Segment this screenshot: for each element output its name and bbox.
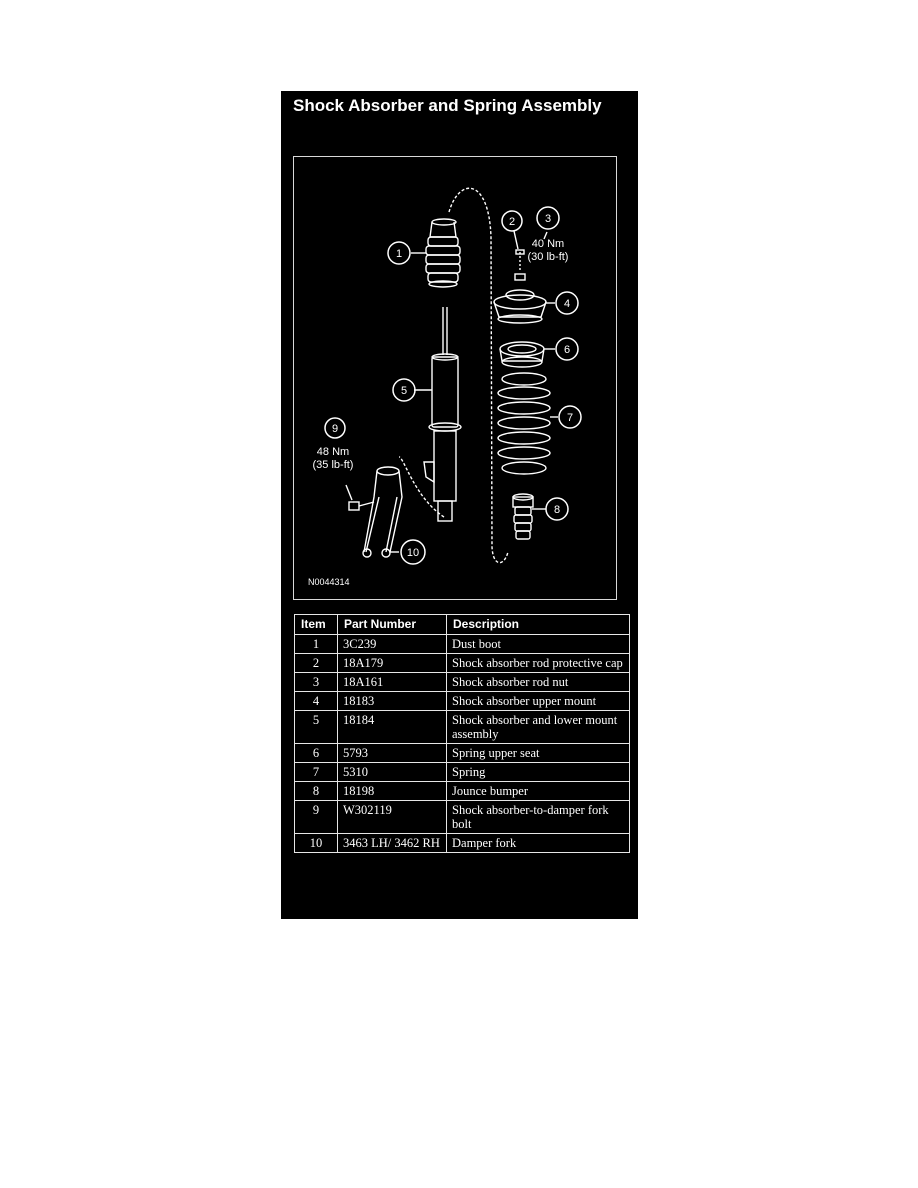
dust-boot-drawing [425, 218, 461, 288]
table-header-row: Item Part Number Description [294, 614, 630, 635]
figure-panel: Shock Absorber and Spring Assembly [281, 91, 638, 919]
callout-4-label: 4 [564, 298, 570, 310]
callout-10-label: 10 [407, 547, 419, 559]
callout-2-label: 2 [509, 216, 515, 228]
callout-9 [324, 417, 346, 439]
description-cell: Shock absorber rod nut [446, 672, 630, 692]
header-description: Description [446, 614, 630, 635]
shock-absorber-drawing [423, 307, 462, 522]
description-cell: Shock absorber rod protective cap [446, 653, 630, 673]
part-number-cell: 18183 [337, 691, 447, 711]
part-number-cell: 18184 [337, 710, 447, 744]
description-cell: Shock absorber-to-damper fork bolt [446, 800, 630, 834]
item-cell: 1 [294, 634, 338, 654]
item-cell: 6 [294, 743, 338, 763]
table-row: 4 18183 Shock absorber upper mount [294, 691, 630, 711]
torque-9-nm: 48 Nm [317, 446, 349, 458]
callout-4 [555, 291, 579, 315]
callout-5-label: 5 [401, 385, 407, 397]
table-row: 1 3C239 Dust boot [294, 634, 630, 654]
table-row: 2 18A179 Shock absorber rod protective c… [294, 653, 630, 673]
callout-3-label: 3 [545, 213, 551, 225]
table-row: 6 5793 Spring upper seat [294, 743, 630, 763]
table-row: 8 18198 Jounce bumper [294, 781, 630, 801]
guide-line-fork [398, 456, 445, 518]
callout-10 [400, 539, 426, 565]
callout-6-label: 6 [564, 344, 570, 356]
jounce-bumper-drawing [512, 493, 534, 540]
item-cell: 2 [294, 653, 338, 673]
callout-7-label: 7 [567, 412, 573, 424]
part-number-cell: 18A161 [337, 672, 447, 692]
callout-3 [536, 206, 560, 230]
figure-id: N0044314 [308, 577, 350, 587]
item-cell: 9 [294, 800, 338, 834]
part-number-cell: 5793 [337, 743, 447, 763]
guide-line-left-loop [448, 187, 509, 564]
callout-8 [545, 497, 569, 521]
table-row: 5 18184 Shock absorber and lower mount a… [294, 710, 630, 744]
header-part-number: Part Number [337, 614, 447, 635]
item-cell: 10 [294, 833, 338, 853]
item-cell: 4 [294, 691, 338, 711]
callout-6 [555, 337, 579, 361]
part-number-cell: 3463 LH/ 3462 RH [337, 833, 447, 853]
table-row: 3 18A161 Shock absorber rod nut [294, 672, 630, 692]
table-row: 10 3463 LH/ 3462 RH Damper fork [294, 833, 630, 853]
diagram-drawing: 1 2 3 4 5 6 7 8 9 10 40 Nm (30 lb-ft) 48… [313, 187, 582, 565]
exploded-diagram: 1 2 3 4 5 6 7 8 9 10 40 Nm (30 lb-ft) 48… [293, 156, 617, 600]
description-cell: Spring [446, 762, 630, 782]
description-cell: Damper fork [446, 833, 630, 853]
torque-3-nm: 40 Nm [532, 238, 564, 250]
item-cell: 5 [294, 710, 338, 744]
callout-2 [501, 210, 523, 232]
coil-spring-drawing [497, 372, 551, 475]
callout-5 [392, 378, 416, 402]
callout-1 [387, 241, 411, 265]
table-row: 9 W302119 Shock absorber-to-damper fork … [294, 800, 630, 834]
header-item: Item [294, 614, 338, 635]
callout-7 [558, 405, 582, 429]
description-cell: Shock absorber and lower mount assembly [446, 710, 630, 744]
callout-8-label: 8 [554, 504, 560, 516]
part-number-cell: 18A179 [337, 653, 447, 673]
figure-title: Shock Absorber and Spring Assembly [293, 96, 602, 115]
description-cell: Dust boot [446, 634, 630, 654]
part-number-cell: 5310 [337, 762, 447, 782]
spring-seat-drawing [499, 341, 545, 368]
part-number-cell: 18198 [337, 781, 447, 801]
item-cell: 8 [294, 781, 338, 801]
part-number-cell: W302119 [337, 800, 447, 834]
description-cell: Spring upper seat [446, 743, 630, 763]
torque-3-lbft: (30 lb-ft) [528, 251, 569, 263]
upper-mount-drawing [493, 289, 547, 324]
callout-1-label: 1 [396, 248, 402, 260]
damper-fork-drawing [348, 466, 403, 558]
description-cell: Shock absorber upper mount [446, 691, 630, 711]
rod-nut-drawing [514, 249, 526, 281]
item-cell: 3 [294, 672, 338, 692]
table-row: 7 5310 Spring [294, 762, 630, 782]
parts-table: Item Part Number Description 1 3C239 Dus… [294, 614, 630, 853]
item-cell: 7 [294, 762, 338, 782]
torque-9-lbft: (35 lb-ft) [313, 459, 354, 471]
part-number-cell: 3C239 [337, 634, 447, 654]
callout-9-label: 9 [332, 423, 338, 435]
description-cell: Jounce bumper [446, 781, 630, 801]
